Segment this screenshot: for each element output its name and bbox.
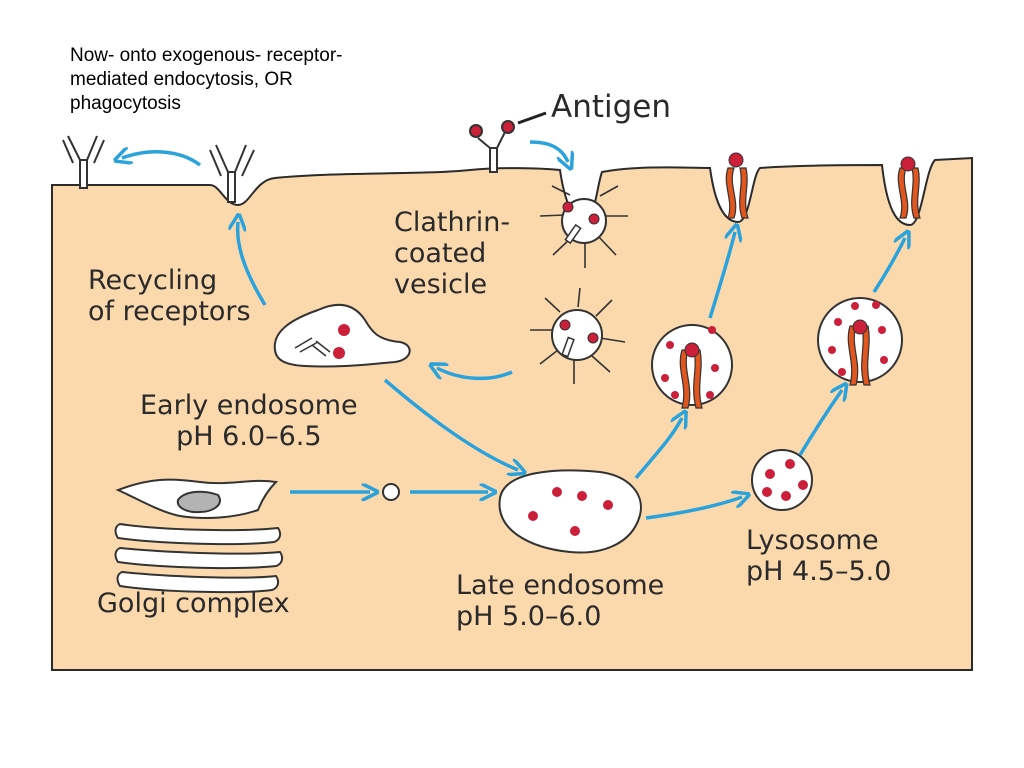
clathrin-label-line-2: coated — [394, 238, 487, 269]
antigen-label: Antigen — [551, 89, 672, 125]
recycling-label-line-2: of receptors — [88, 296, 251, 327]
lysosome-name: Lysosome — [746, 525, 879, 556]
receptor-pit — [209, 144, 255, 203]
early-endosome-label: Early endosome pH 6.0–6.5 — [140, 390, 358, 452]
clathrin-label-line-3: vesicle — [394, 269, 488, 300]
golgi-complex — [114, 478, 284, 594]
clathrin-vesicle-internal — [530, 287, 626, 384]
lysosome — [751, 449, 813, 511]
late-endosome-label: Late endosome pH 5.0–6.0 — [456, 570, 664, 632]
arrow-lysosome-to-mhc2 — [798, 390, 842, 456]
antigen-receptor-surface — [469, 120, 515, 173]
arrow-early-to-late — [383, 378, 518, 470]
early-endosome — [273, 303, 411, 368]
arrow-antigen-in — [529, 140, 568, 162]
clathrin-label: Clathrin- coated vesicle — [394, 207, 510, 300]
arrow-mhc1-to-surface — [708, 232, 735, 319]
arrow-late-to-lysosome — [645, 497, 742, 520]
arrow-late-to-mhc1 — [634, 418, 682, 480]
recycling-label-line-1: Recycling — [88, 265, 218, 296]
lysosome-ph: pH 4.5–5.0 — [746, 556, 892, 587]
intro-line-3: phagocytosis — [70, 93, 181, 114]
mhc-vesicle-2 — [817, 297, 903, 386]
surface-mhc-2 — [897, 156, 921, 219]
arrow-vesicle-to-early — [437, 368, 513, 381]
clathrin-label-line-1: Clathrin- — [394, 207, 511, 238]
intro-text: Now- onto exogenous- receptor- mediated … — [70, 44, 470, 116]
cell-cytoplasm — [51, 156, 973, 671]
recycling-label: Recycling of receptors — [88, 265, 251, 327]
surface-mhc-1 — [725, 152, 749, 219]
golgi-label: Golgi complex — [97, 588, 290, 619]
transport-vesicle — [382, 483, 400, 501]
receptor-left-outside — [62, 135, 105, 189]
intro-line-2: mediated endocytosis, OR — [70, 69, 293, 90]
late-endosome-ph: pH 5.0–6.0 — [456, 601, 602, 632]
intro-line-1: Now- onto exogenous- receptor- — [70, 45, 343, 66]
mhc-vesicle-1 — [651, 324, 733, 409]
early-endosome-ph: pH 6.0–6.5 — [176, 421, 322, 452]
arrow-mhc2-to-surface — [872, 238, 905, 293]
late-endosome — [498, 469, 642, 554]
arrow-recycle-out — [122, 152, 202, 167]
clathrin-pit-vesicle — [539, 185, 628, 268]
antigen-pointer — [517, 111, 547, 125]
lysosome-label: Lysosome pH 4.5–5.0 — [746, 525, 891, 587]
late-endosome-name: Late endosome — [456, 570, 665, 601]
early-endosome-name: Early endosome — [140, 390, 358, 421]
arrow-recycle-up — [238, 222, 267, 306]
